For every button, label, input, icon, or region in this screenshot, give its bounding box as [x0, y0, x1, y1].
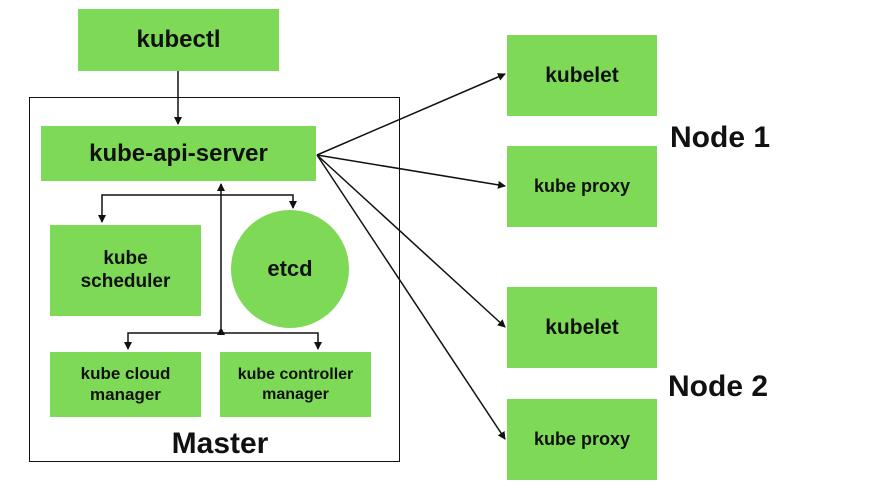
node1-proxy-box: kube proxy	[507, 146, 657, 227]
arrow-api-to-node2-proxy	[316, 154, 506, 440]
api-server-box: kube-api-server	[41, 126, 316, 181]
node2-label: Node 2	[668, 370, 769, 403]
arrow-api-to-node1-kubelet	[316, 73, 506, 156]
node1-label: Node 1	[670, 121, 771, 154]
node1-kubelet-box: kubelet	[507, 35, 657, 116]
scheduler-box: kube scheduler	[50, 225, 201, 316]
kubectl-box: kubectl	[78, 9, 279, 71]
arrow-to-cloud-manager	[124, 332, 221, 350]
arrow-api-to-node1-proxy	[316, 154, 506, 189]
node2-proxy-box: kube proxy	[507, 399, 657, 480]
etcd-circle: etcd	[231, 210, 349, 328]
arrow-api-to-etcd	[221, 194, 297, 209]
master-label: Master	[171, 427, 269, 460]
arrow-api-to-node2-kubelet	[316, 154, 506, 328]
cloud-manager-box: kube cloud manager	[50, 352, 201, 417]
arrow-to-controller-manager	[221, 332, 322, 350]
master-frame	[29, 97, 400, 462]
node2-kubelet-box: kubelet	[507, 287, 657, 368]
controller-manager-box: kube controller manager	[220, 352, 371, 417]
arrow-api-to-scheduler	[98, 194, 221, 223]
